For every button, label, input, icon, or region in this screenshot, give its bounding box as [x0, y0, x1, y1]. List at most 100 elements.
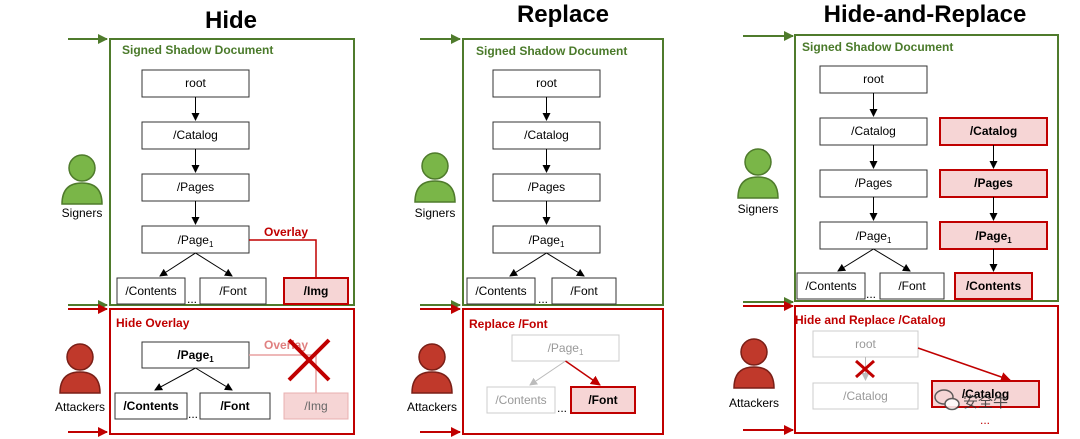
node-pages-label: /Pages — [855, 176, 892, 190]
attack-label: Hide and Replace /Catalog — [795, 313, 946, 327]
ellipsis: ... — [538, 292, 548, 306]
replacement-node-catalog-label: /Catalog — [970, 124, 1017, 138]
replacement-node-contents — [954, 272, 1033, 300]
node-root — [492, 69, 601, 98]
signed-shadow-document-label: Signed Shadow Document — [802, 40, 953, 54]
signed-shadow-document-label: Signed Shadow Document — [476, 44, 627, 58]
attack-node-font — [199, 392, 271, 420]
node-page1 — [819, 221, 928, 250]
edge — [159, 252, 196, 277]
edge — [837, 248, 874, 272]
attack-box — [794, 305, 1059, 434]
edge — [873, 248, 911, 272]
attack-node-page1-faded — [511, 334, 620, 362]
replace-title: Replace — [517, 1, 609, 28]
node-font-label: /Font — [570, 284, 598, 298]
node-root-label: root — [536, 76, 557, 90]
attack-node-page1 — [141, 341, 250, 369]
attack-label: Replace /Font — [469, 317, 548, 331]
node-page1-label: /Page1 — [178, 233, 214, 249]
node-font — [199, 277, 267, 305]
node-img — [283, 277, 349, 305]
edge — [546, 252, 585, 277]
attack-node-img-faded — [283, 392, 349, 420]
attackers-label: Attackers — [55, 400, 105, 414]
node-contents-label: /Contents — [805, 279, 856, 293]
signers-label: Signers — [415, 206, 456, 220]
node-pages — [492, 173, 601, 202]
node-page1-label: /Page1 — [856, 229, 892, 245]
node-contents-label: /Contents — [475, 284, 526, 298]
attack-node-page1-label: /Page1 — [177, 348, 214, 364]
signers-label: Signers — [738, 202, 779, 216]
edge-replaced — [565, 360, 601, 386]
attack-node-page1-label: /Page1 — [548, 341, 584, 357]
node-catalog-label: /Catalog — [524, 128, 569, 142]
attack-node-font-new — [570, 386, 636, 414]
ellipsis: ... — [866, 287, 876, 301]
ellipsis: ... — [557, 401, 567, 415]
ellipsis: ... — [980, 413, 990, 427]
node-root — [819, 65, 928, 94]
hide-and-replace-panel: Signed Shadow Document root /Catalog /Pa… — [729, 31, 1059, 435]
replacement-node-contents-label: /Contents — [966, 279, 1022, 293]
replacement-node-pages-label: /Pages — [974, 176, 1013, 190]
edge — [195, 367, 233, 391]
attacker-person-icon — [411, 343, 453, 394]
attackers-label: Attackers — [729, 396, 779, 410]
replacement-node-catalog — [939, 117, 1048, 146]
node-root — [141, 69, 250, 98]
node-catalog — [819, 117, 928, 146]
attack-node-catalog-label: /Catalog — [843, 389, 888, 403]
node-contents — [796, 272, 866, 300]
signed-shadow-document-box — [462, 38, 664, 306]
ellipsis: ... — [188, 407, 198, 421]
signed-shadow-document-label: Signed Shadow Document — [122, 43, 273, 57]
node-contents — [466, 277, 536, 305]
node-contents — [116, 277, 186, 305]
node-root-label: root — [185, 76, 206, 90]
attack-box — [462, 308, 664, 435]
node-font-label: /Font — [898, 279, 926, 293]
signed-shadow-document-box — [109, 38, 355, 306]
signers-label: Signers — [62, 206, 103, 220]
hide-panel: Signed Shadow Document root /Catalog /Pa… — [55, 34, 355, 437]
attack-node-font-label: /Font — [220, 399, 249, 413]
wechat-icon — [934, 389, 960, 411]
cross-icon — [855, 359, 875, 379]
node-img-label: /Img — [304, 284, 329, 298]
node-root-label: root — [863, 72, 884, 86]
edge — [509, 252, 547, 277]
node-font-label: /Font — [219, 284, 247, 298]
replace-panel: Signed Shadow Document root /Catalog /Pa… — [407, 34, 664, 437]
overlay-label: Overlay — [264, 225, 308, 239]
attack-node-contents-faded — [486, 386, 556, 414]
attack-node-root-label: root — [855, 337, 876, 351]
hide-title: Hide — [205, 7, 257, 34]
watermark: 安全牛 — [934, 389, 1008, 411]
edge — [154, 367, 196, 391]
node-pages — [819, 169, 928, 198]
hide-and-replace-title: Hide-and-Replace — [824, 1, 1027, 28]
node-contents-label: /Contents — [125, 284, 176, 298]
edge — [195, 252, 233, 277]
overlay-link — [249, 239, 317, 278]
attack-box — [109, 308, 355, 435]
cross-icon — [287, 338, 331, 382]
node-pages-label: /Pages — [528, 180, 565, 194]
node-font — [551, 277, 617, 305]
attack-node-img-label: /Img — [304, 399, 327, 413]
attack-node-contents-label: /Contents — [495, 393, 546, 407]
replacement-node-page1-label: /Page1 — [975, 229, 1012, 245]
edge — [529, 360, 566, 386]
node-catalog-label: /Catalog — [851, 124, 896, 138]
attack-node-contents-label: /Contents — [123, 399, 179, 413]
edge-replaced — [917, 347, 1011, 382]
node-page1-label: /Page1 — [529, 233, 565, 249]
attack-node-catalog-new-label: /Catalog — [962, 387, 1009, 401]
attacker-person-icon — [733, 338, 775, 389]
watermark-label: 安全牛 — [963, 393, 1008, 411]
attackers-label: Attackers — [407, 400, 457, 414]
attack-node-catalog-faded — [812, 382, 919, 410]
signer-person-icon — [414, 152, 456, 203]
